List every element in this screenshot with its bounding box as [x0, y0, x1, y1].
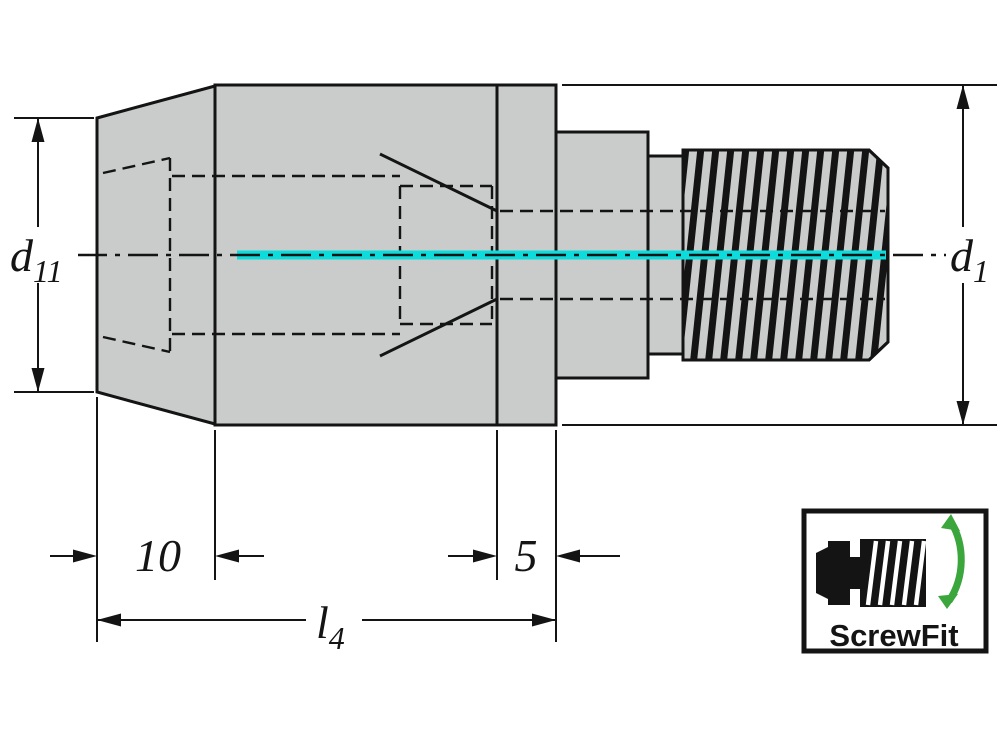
arrowhead-down — [31, 368, 45, 392]
screwfit-logo-box: ScrewFit — [801, 508, 989, 654]
dimension-5: 5 — [448, 430, 620, 642]
rotation-arrowhead-bottom — [938, 594, 958, 609]
hidden-line — [102, 156, 171, 175]
thread-outline — [681, 148, 890, 362]
arrowhead-up — [956, 85, 970, 109]
arrowhead-right — [532, 613, 556, 627]
dimension-d1-label: d1 — [950, 230, 989, 289]
mini-body — [828, 541, 850, 605]
hidden-line — [102, 335, 171, 354]
arrowhead-down — [956, 401, 970, 425]
internal-cone-top-line — [379, 152, 498, 213]
l4-base: l — [316, 597, 329, 648]
dimension-l4: l4 — [97, 596, 556, 656]
hidden-bore-lines — [102, 156, 885, 354]
screwfit-icon — [816, 539, 927, 607]
dimension-10: 10 — [50, 397, 264, 642]
arrowhead-right — [473, 549, 497, 563]
thread-stripe — [865, 540, 879, 606]
d11-subscript: 11 — [33, 253, 63, 289]
arrowhead-right — [73, 549, 97, 563]
dimension-l4-label: l4 — [316, 597, 345, 656]
d1-subscript: 1 — [973, 253, 989, 289]
dimension-d11: d11 — [6, 117, 94, 393]
arrowhead-left — [556, 549, 580, 563]
dimension-d11-label: d11 — [10, 230, 63, 289]
label-mask — [6, 227, 78, 283]
mini-collet — [816, 547, 828, 599]
dimension-d1: d1 — [562, 84, 1000, 426]
rotation-arrow-icon — [938, 514, 965, 609]
dimension-5-label: 5 — [515, 530, 538, 581]
dimension-10-label: 10 — [135, 530, 181, 581]
label-mask — [946, 227, 1000, 283]
d1-base: d — [950, 230, 974, 281]
internal-cone-bottom-line — [379, 297, 498, 358]
thread-stripe — [901, 540, 915, 606]
thread-stripe — [877, 540, 891, 606]
thread-stripe — [889, 540, 903, 606]
thread-stripe — [913, 540, 927, 606]
screwfit-logo-text: ScrewFit — [829, 618, 958, 653]
l4-subscript: 4 — [329, 620, 345, 656]
arrowhead-left — [215, 549, 239, 563]
arrowhead-up — [31, 118, 45, 142]
d11-base: d — [10, 230, 34, 281]
arrowhead-left — [97, 613, 121, 627]
rotation-arrowhead-top — [941, 514, 960, 531]
mini-neck — [850, 557, 860, 589]
label-mask — [306, 596, 362, 646]
